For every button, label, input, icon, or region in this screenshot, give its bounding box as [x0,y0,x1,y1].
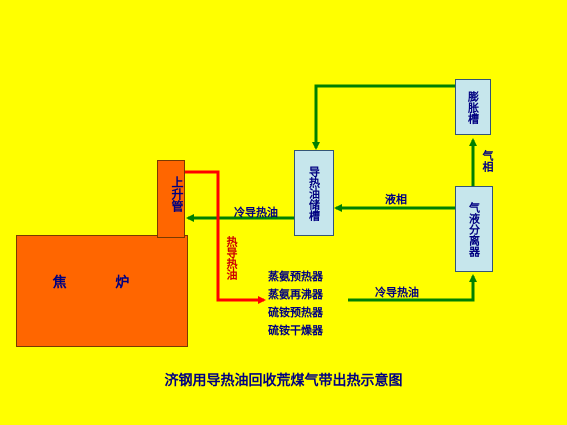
separator-label: 气液分离器 [467,201,481,257]
expansion-tank-label: 膨胀槽 [466,90,480,124]
storage-tank: 导热油储槽 [294,150,334,236]
gas-phase-label: 气相 [481,150,494,172]
exchanger-item: 硫铵预热器 [268,306,323,319]
hot-oil-line [185,170,266,304]
coke-oven-label: 焦 炉 [52,275,152,291]
riser-pipe [157,160,185,238]
heat-exchanger-list: 蒸氨预热器 蒸氨再沸器 硫铵预热器 硫铵干燥器 [268,268,348,340]
riser-label: 上升管 [170,176,184,212]
cold-oil-label-1: 冷导热油 [234,206,278,219]
exchanger-item: 蒸氨预热器 [268,270,323,283]
cold-oil-to-separator-line [348,274,477,302]
expansion-tank: 膨胀槽 [455,79,491,135]
expansion-to-storage-line [312,84,455,150]
exchanger-item: 蒸氨再沸器 [268,288,323,301]
diagram-caption: 济钢用导热油回收荒煤气带出热示意图 [164,373,403,389]
hot-oil-label: 热导热油 [225,236,238,280]
storage-tank-label: 导热油储槽 [307,165,321,221]
separator: 气液分离器 [455,186,493,272]
coke-oven [16,235,188,347]
liquid-phase-label: 液相 [385,193,407,206]
cold-oil-label-2: 冷导热油 [375,286,419,299]
exchanger-item: 硫铵干燥器 [268,324,323,337]
